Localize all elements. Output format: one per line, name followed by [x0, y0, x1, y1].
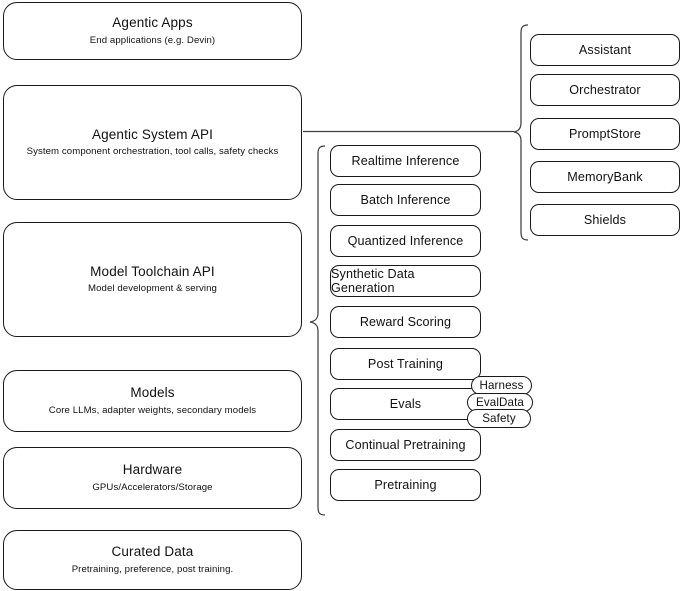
- layer-title: Models: [130, 385, 175, 401]
- layer-subtitle: Model development & serving: [88, 283, 217, 295]
- chip-memorybank[interactable]: MemoryBank: [530, 161, 680, 193]
- chip-pretraining[interactable]: Pretraining: [330, 469, 481, 501]
- chip-quantized-inference[interactable]: Quantized Inference: [330, 225, 481, 257]
- chip-continual-pretraining[interactable]: Continual Pretraining: [330, 429, 481, 461]
- chip-label: Evals: [389, 397, 422, 411]
- chip-label: Continual Pretraining: [345, 438, 466, 452]
- layer-title: Agentic Apps: [112, 15, 193, 31]
- layer-models[interactable]: Models Core LLMs, adapter weights, secon…: [3, 370, 302, 432]
- chip-label: Orchestrator: [569, 83, 641, 97]
- layer-curated-data[interactable]: Curated Data Pretraining, preference, po…: [3, 530, 302, 590]
- chip-shields[interactable]: Shields: [530, 204, 680, 236]
- chip-label: Batch Inference: [360, 193, 451, 207]
- chip-label: Realtime Inference: [351, 154, 460, 168]
- layer-title: Model Toolchain API: [90, 263, 215, 279]
- badge-label: Harness: [479, 379, 524, 392]
- chip-label: Quantized Inference: [347, 234, 464, 248]
- chip-promptstore[interactable]: PromptStore: [530, 118, 680, 150]
- chip-post-training[interactable]: Post Training: [330, 348, 481, 380]
- chip-label: Post Training: [367, 357, 444, 371]
- chip-orchestrator[interactable]: Orchestrator: [530, 74, 680, 106]
- chip-synthetic-data-generation[interactable]: Synthetic Data Generation: [330, 265, 481, 297]
- chip-label: Synthetic Data Generation: [331, 267, 415, 295]
- chip-reward-scoring[interactable]: Reward Scoring: [330, 306, 481, 338]
- layer-subtitle: Core LLMs, adapter weights, secondary mo…: [48, 404, 257, 416]
- brace-toolchain-capabilities: [309, 145, 326, 516]
- chip-label: Reward Scoring: [359, 315, 452, 329]
- badge-safety[interactable]: Safety: [467, 409, 531, 428]
- badge-label: Safety: [482, 412, 516, 425]
- layer-subtitle: End applications (e.g. Devin): [89, 34, 216, 46]
- layer-subtitle: Pretraining, preference, post training.: [71, 563, 234, 575]
- layer-agentic-system-api[interactable]: Agentic System API System component orch…: [3, 85, 302, 200]
- chip-label: Shields: [583, 213, 627, 227]
- layer-subtitle: GPUs/Accelerators/Storage: [92, 481, 213, 493]
- chip-label: MemoryBank: [567, 170, 643, 184]
- chip-batch-inference[interactable]: Batch Inference: [330, 184, 481, 216]
- badge-label: EvalData: [476, 396, 524, 409]
- layer-hardware[interactable]: Hardware GPUs/Accelerators/Storage: [3, 447, 302, 509]
- chip-evals[interactable]: Evals: [330, 388, 481, 420]
- chip-label: Assistant: [578, 43, 632, 57]
- chip-assistant[interactable]: Assistant: [530, 34, 680, 66]
- chip-label: Pretraining: [374, 478, 437, 492]
- layer-title: Hardware: [122, 462, 183, 478]
- chip-realtime-inference[interactable]: Realtime Inference: [330, 145, 481, 177]
- layer-title: Curated Data: [111, 544, 194, 560]
- brace-agentic-components: [513, 24, 529, 241]
- layer-agentic-apps[interactable]: Agentic Apps End applications (e.g. Devi…: [3, 2, 302, 60]
- layer-title: Agentic System API: [92, 126, 213, 142]
- layer-subtitle: System component orchestration, tool cal…: [26, 146, 279, 158]
- layer-model-toolchain-api[interactable]: Model Toolchain API Model development & …: [3, 222, 302, 337]
- chip-label: PromptStore: [568, 127, 642, 141]
